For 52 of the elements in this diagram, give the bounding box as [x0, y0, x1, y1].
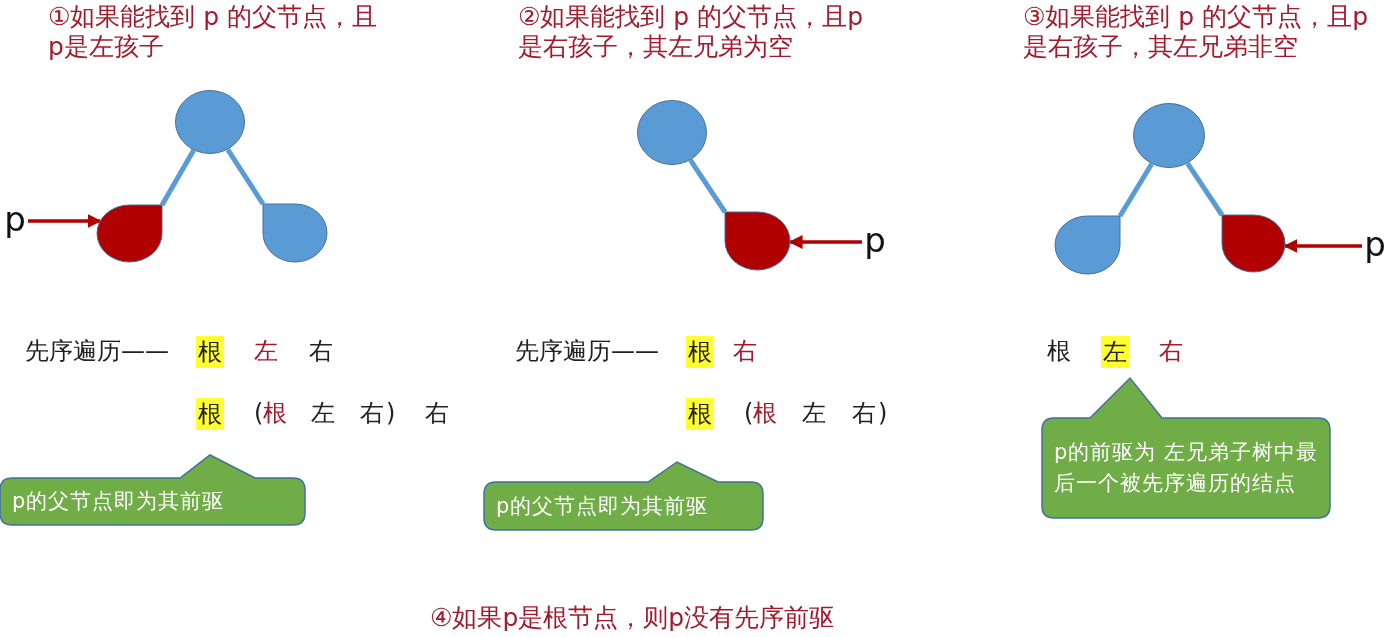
pointer-label: p — [862, 225, 888, 259]
sequence-text: 右 — [425, 398, 449, 428]
tree-node-drop — [263, 204, 327, 262]
sequence-text: ( — [744, 398, 754, 428]
sequence-text: 左 — [254, 336, 278, 366]
heading-text: ①如果能找到 p 的父节点，且p是左孩子 — [48, 2, 379, 62]
heading-text: ③如果能找到 p 的父节点，且p是右孩子，其左兄弟非空 — [1023, 2, 1370, 62]
sequence-text: ( — [254, 398, 264, 428]
pointer-arrow — [788, 235, 862, 249]
tree-edge-line — [159, 149, 196, 207]
sequence-text: 先序遍历—— — [515, 336, 659, 366]
sequence-text: 根 — [263, 398, 287, 428]
note-text: ④如果p是根节点，则p没有先序前驱 — [430, 603, 836, 633]
sequence-text: 左 — [802, 398, 826, 428]
highlighted-text: 左 — [1101, 336, 1129, 368]
sequence-text: ) — [878, 398, 888, 428]
pointer-label: p — [1362, 229, 1388, 263]
sequence-text: 右 — [360, 398, 384, 428]
sequence-text: 右 — [733, 336, 757, 366]
pointer-arrow — [28, 214, 102, 228]
callout-text: p的父节点即为其前驱 — [496, 492, 709, 520]
tree-node-circle — [637, 100, 707, 165]
tree-edge-line — [225, 148, 266, 206]
tree-edge-line — [1117, 162, 1154, 218]
pointer-label: p — [2, 204, 28, 238]
callout-bubble — [484, 462, 763, 530]
sequence-text: 根 — [753, 398, 777, 428]
tree-node-drop — [97, 205, 162, 262]
sequence-text: 右 — [1159, 336, 1183, 366]
tree-edge-line — [688, 158, 728, 214]
tree-node-circle — [1133, 103, 1205, 168]
sequence-text: ) — [386, 398, 396, 428]
highlighted-text: 根 — [196, 398, 224, 430]
callout-text: p的前驱为 左兄弟子树中最后一个被先序遍历的结点 — [1054, 439, 1319, 497]
sequence-text: 根 — [1047, 336, 1071, 366]
highlighted-text: 根 — [686, 336, 714, 368]
heading-text: ②如果能找到 p 的父节点，且p是右孩子，其左兄弟为空 — [518, 2, 865, 62]
callout-bubble — [1042, 378, 1330, 518]
tree-node-drop — [1222, 215, 1285, 272]
callout-text: p的父节点即为其前驱 — [12, 488, 225, 515]
callout-bubble — [0, 455, 305, 525]
tree-edge-line — [1185, 161, 1225, 217]
tree-node-circle — [175, 90, 245, 154]
tree-node-drop — [725, 212, 790, 270]
highlighted-text: 根 — [686, 398, 714, 430]
highlighted-text: 根 — [196, 336, 224, 368]
sequence-text: 右 — [852, 398, 876, 428]
sequence-text: 右 — [309, 336, 333, 366]
sequence-text: 先序遍历—— — [25, 336, 169, 366]
tree-node-drop — [1055, 216, 1120, 274]
pointer-arrow — [1283, 239, 1362, 253]
sequence-text: 左 — [311, 398, 335, 428]
